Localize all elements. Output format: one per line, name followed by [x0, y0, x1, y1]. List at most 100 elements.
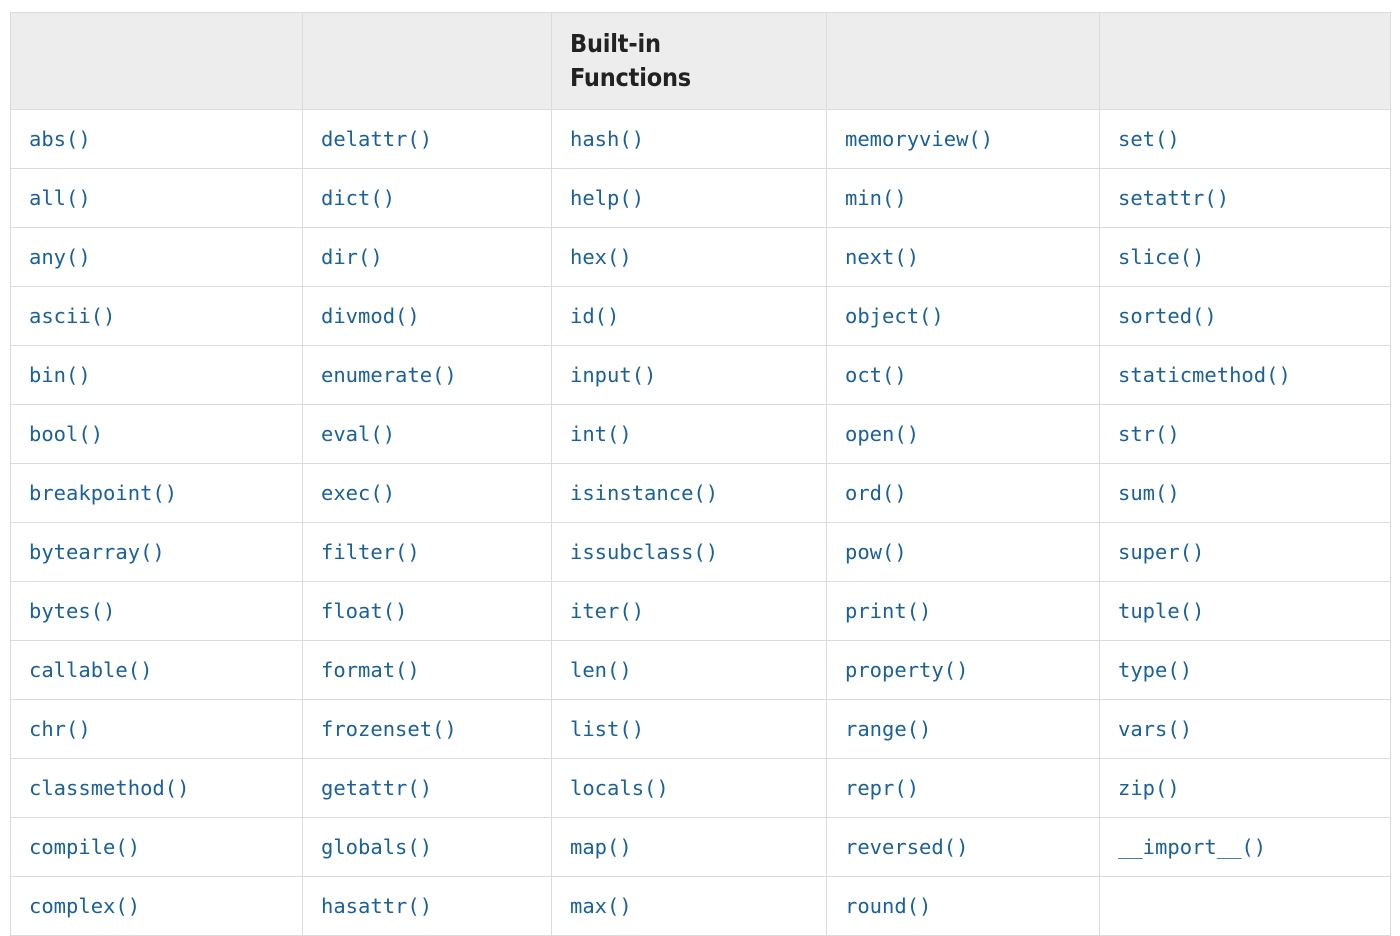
function-cell[interactable]: range() [826, 699, 1100, 759]
function-cell[interactable]: dict() [302, 168, 552, 228]
function-cell[interactable]: hash() [551, 109, 827, 169]
function-cell[interactable]: compile() [10, 817, 303, 877]
function-cell[interactable]: bool() [10, 404, 303, 464]
table-row: abs()delattr()hash()memoryview()set() [10, 109, 1391, 169]
function-name: repr() [845, 776, 920, 800]
function-cell[interactable]: divmod() [302, 286, 552, 346]
function-name: print() [845, 599, 932, 623]
function-cell[interactable]: filter() [302, 522, 552, 582]
function-name: callable() [29, 658, 153, 682]
function-cell[interactable]: locals() [551, 758, 827, 818]
function-cell[interactable]: zip() [1099, 758, 1391, 818]
table-header: Built-in Functions [10, 12, 1391, 110]
function-name: id() [570, 304, 620, 328]
function-cell[interactable]: next() [826, 227, 1100, 287]
function-cell[interactable]: all() [10, 168, 303, 228]
function-cell[interactable]: pow() [826, 522, 1100, 582]
function-cell[interactable]: hasattr() [302, 876, 552, 936]
function-cell[interactable]: callable() [10, 640, 303, 700]
function-cell[interactable]: help() [551, 168, 827, 228]
function-cell[interactable]: property() [826, 640, 1100, 700]
function-cell[interactable]: chr() [10, 699, 303, 759]
function-cell[interactable]: oct() [826, 345, 1100, 405]
function-cell[interactable]: super() [1099, 522, 1391, 582]
function-name: all() [29, 186, 91, 210]
function-cell[interactable]: complex() [10, 876, 303, 936]
function-cell[interactable]: globals() [302, 817, 552, 877]
function-cell[interactable]: memoryview() [826, 109, 1100, 169]
function-name: map() [570, 835, 632, 859]
table-row: classmethod()getattr()locals() repr() zip(… [10, 758, 1391, 818]
function-cell[interactable]: map() [551, 817, 827, 877]
function-cell[interactable]: ascii() [10, 286, 303, 346]
function-cell[interactable]: __import__() [1099, 817, 1391, 877]
function-name: globals() [321, 835, 433, 859]
function-cell[interactable]: abs() [10, 109, 303, 169]
function-cell[interactable]: max() [551, 876, 827, 936]
function-cell[interactable]: id() [551, 286, 827, 346]
function-cell[interactable]: bytearray() [10, 522, 303, 582]
function-name: input() [570, 363, 657, 387]
function-cell[interactable]: enumerate() [302, 345, 552, 405]
function-cell[interactable]: bin() [10, 345, 303, 405]
function-cell[interactable]: int() [551, 404, 827, 464]
function-cell[interactable]: staticmethod() [1099, 345, 1391, 405]
function-cell[interactable]: repr() [826, 758, 1100, 818]
function-cell[interactable]: dir() [302, 227, 552, 287]
function-cell[interactable]: tuple() [1099, 581, 1391, 641]
function-name: open() [845, 422, 920, 446]
function-name: breakpoint() [29, 481, 178, 505]
function-cell[interactable]: round() [826, 876, 1100, 936]
function-name: exec() [321, 481, 396, 505]
function-name: bin() [29, 363, 91, 387]
function-name: chr() [29, 717, 91, 741]
function-cell[interactable]: setattr() [1099, 168, 1391, 228]
function-cell[interactable]: print() [826, 581, 1100, 641]
function-cell[interactable]: isinstance() [551, 463, 827, 523]
function-cell[interactable]: issubclass() [551, 522, 827, 582]
table-row: bytearray()filter()issubclass()pow()supe… [10, 522, 1391, 582]
function-cell[interactable]: vars() [1099, 699, 1391, 759]
function-cell[interactable]: reversed() [826, 817, 1100, 877]
function-cell[interactable]: delattr() [302, 109, 552, 169]
function-name: bytes() [29, 599, 116, 623]
function-cell[interactable]: format() [302, 640, 552, 700]
function-cell[interactable]: str() [1099, 404, 1391, 464]
function-cell[interactable]: frozenset() [302, 699, 552, 759]
function-cell[interactable]: any() [10, 227, 303, 287]
function-cell[interactable]: hex() [551, 227, 827, 287]
function-cell[interactable]: eval() [302, 404, 552, 464]
function-cell[interactable]: slice() [1099, 227, 1391, 287]
function-cell[interactable]: ord() [826, 463, 1100, 523]
function-cell[interactable]: sum() [1099, 463, 1391, 523]
function-cell[interactable]: min() [826, 168, 1100, 228]
function-name: staticmethod() [1118, 363, 1291, 387]
function-cell[interactable]: object() [826, 286, 1100, 346]
function-cell[interactable]: bytes() [10, 581, 303, 641]
function-name: oct() [845, 363, 907, 387]
function-name: ascii() [29, 304, 116, 328]
builtin-functions-table: Built-in Functions abs()delattr()hash()m… [10, 12, 1391, 936]
function-cell[interactable]: iter() [551, 581, 827, 641]
function-cell[interactable]: classmethod() [10, 758, 303, 818]
function-cell[interactable]: sorted() [1099, 286, 1391, 346]
function-name: compile() [29, 835, 141, 859]
function-cell[interactable]: breakpoint() [10, 463, 303, 523]
builtin-functions-table-container: Built-in Functions abs()delattr()hash()m… [10, 12, 1391, 936]
table-row: any()dir()hex()next()slice() [10, 227, 1391, 287]
function-cell[interactable]: list() [551, 699, 827, 759]
function-name: min() [845, 186, 907, 210]
table-row: all() dict()help() min() setattr() [10, 168, 1391, 228]
function-cell[interactable]: set() [1099, 109, 1391, 169]
function-cell[interactable]: type() [1099, 640, 1391, 700]
function-cell[interactable]: input() [551, 345, 827, 405]
function-cell[interactable]: open() [826, 404, 1100, 464]
function-cell[interactable]: float() [302, 581, 552, 641]
function-cell[interactable]: len() [551, 640, 827, 700]
function-name: isinstance() [570, 481, 719, 505]
function-name: object() [845, 304, 944, 328]
function-name: type() [1118, 658, 1193, 682]
function-cell[interactable]: exec() [302, 463, 552, 523]
table-row: bool()eval()int() open() str() [10, 404, 1391, 464]
function-cell[interactable]: getattr() [302, 758, 552, 818]
